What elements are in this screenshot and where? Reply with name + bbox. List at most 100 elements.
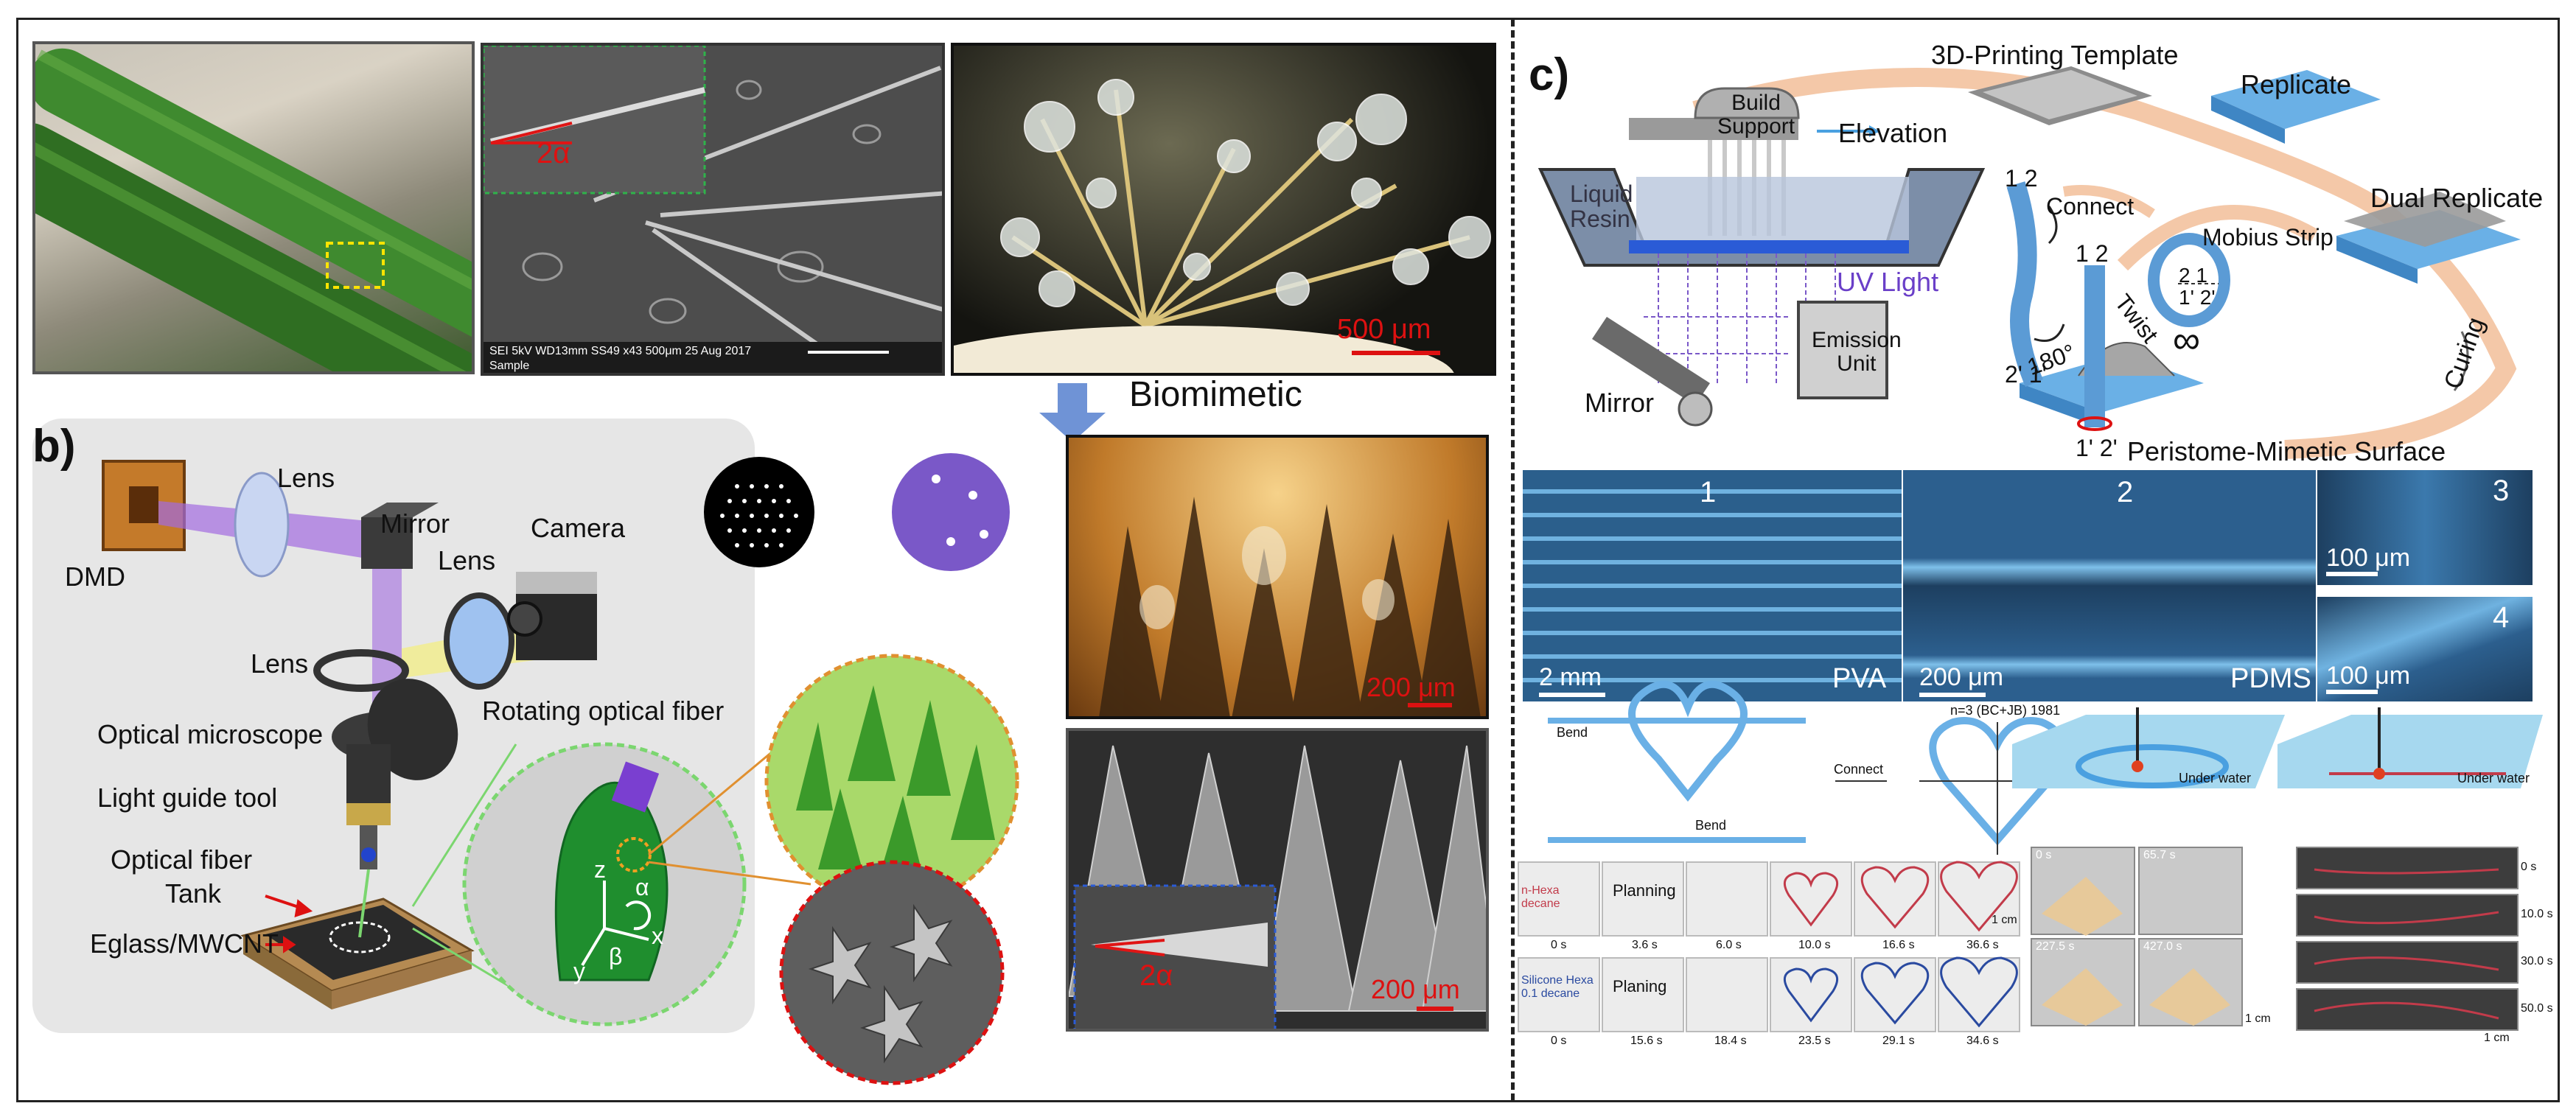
liquid-resin-label: Liquid Resin xyxy=(1570,181,1633,232)
heart-row2-time-1: 15.6 s xyxy=(1630,1035,1663,1047)
droplet-photo: 500 μm xyxy=(951,43,1496,376)
sem-4-image: 4 100 μm xyxy=(2317,597,2533,701)
axis-z-label: z xyxy=(594,856,606,883)
eglass-label: Eglass/MWCNT xyxy=(90,928,279,959)
sem-pva-image: 1 2 mm PVA xyxy=(1523,470,1902,701)
heart-row2-label: Planing xyxy=(1613,977,1667,995)
uw-right-scale: 1 cm xyxy=(2484,1032,2510,1044)
heart-row1-time-2: 6.0 s xyxy=(1716,939,1742,951)
axis-y-label: y xyxy=(573,958,585,984)
uw-left-time-1: 65.7 s xyxy=(2143,849,2176,861)
panel-b-label: b) xyxy=(32,421,76,472)
light-guide-label: Light guide tool xyxy=(97,783,278,813)
sem1-scale-label: 2 mm xyxy=(1539,663,1602,691)
lens1-label: Lens xyxy=(277,463,335,493)
mobius-21-label: 1' 2' xyxy=(2179,286,2216,309)
tank-label: Tank xyxy=(165,878,222,909)
sem-3-image: 3 100 μm xyxy=(2317,470,2533,585)
heart-row2-time-5: 34.6 s xyxy=(1966,1035,1999,1047)
sem-footer-line1: SEI 5kV WD13mm SS49 x43 500μm 25 Aug 201… xyxy=(489,345,752,357)
heart-row1-time-5: 36.6 s xyxy=(1966,939,1999,951)
sem3-scale-label: 100 μm xyxy=(2326,544,2411,572)
lens2-label: Lens xyxy=(438,545,496,575)
sem3-number: 3 xyxy=(2493,475,2510,507)
sem-scalebar xyxy=(808,351,889,354)
sem-spine-illustration xyxy=(484,46,942,373)
heart-row2-time-4: 29.1 s xyxy=(1882,1035,1915,1047)
spines-sem-angle-label: 2α xyxy=(1139,959,1173,992)
sem4-scalebar xyxy=(2326,690,2378,694)
sem-angle-label: 2α xyxy=(537,137,570,169)
axis-beta-label: β xyxy=(609,943,623,970)
sem-spine-image: 2α SEI 5kV WD13mm SS49 x43 500μm 25 Aug … xyxy=(481,43,945,376)
lens3-label: Lens xyxy=(251,648,309,679)
emission-unit-label: Emission Unit xyxy=(1812,328,1902,376)
uv-light-label: UV Light xyxy=(1837,267,1939,297)
heart-row2-time-2: 18.4 s xyxy=(1714,1035,1747,1047)
strip2-bottom-label: 1' 2' xyxy=(2076,435,2118,461)
biomimetic-label: Biomimetic xyxy=(1129,375,1302,414)
mirror-label: Mirror xyxy=(380,508,450,539)
rotating-fiber-label: Rotating optical fiber xyxy=(482,696,725,726)
spines-sem-image: 2α 200 μm xyxy=(1066,728,1489,1032)
elevation-label: Elevation xyxy=(1838,118,1948,148)
mirror-c-label: Mirror xyxy=(1585,388,1654,418)
heart-row1-time-1: 3.6 s xyxy=(1632,939,1658,951)
heart-bend-bottom-label: Bend xyxy=(1695,818,1727,833)
spines-sem-illustration xyxy=(1069,731,1486,1029)
uw-left-time-0: 0 s xyxy=(2036,849,2052,861)
panel-divider xyxy=(1511,19,1515,1101)
cactus-illustration xyxy=(35,48,472,371)
template-label: 3D-Printing Template xyxy=(1931,40,2179,70)
connect-label: Connect xyxy=(2046,193,2135,220)
heart-row1-side: n-Hexa decane xyxy=(1521,884,1560,910)
underwater-label-1: Under water xyxy=(2179,771,2252,785)
panel-c-label: c) xyxy=(1529,49,1570,100)
spines-sem-scalebar xyxy=(1417,1007,1453,1011)
mobius-label: Mobius Strip xyxy=(2202,224,2334,251)
sem4-scale-label: 100 μm xyxy=(2326,662,2411,690)
droplet-scale-label: 500 μm xyxy=(1337,314,1431,345)
spines-photo-scalebar xyxy=(1408,703,1452,707)
heart-bend-top-label: Bend xyxy=(1557,725,1588,740)
mobius-12-label: 2 1 xyxy=(2179,264,2207,287)
uw-right-time-3: 50.0 s xyxy=(2521,1002,2553,1015)
sem1-material: PVA xyxy=(1832,663,1887,694)
uw-right-time-0: 0 s xyxy=(2521,861,2537,873)
uw-right-time-2: 30.0 s xyxy=(2521,955,2553,967)
replicate-label: Replicate xyxy=(2241,69,2352,99)
camera-label: Camera xyxy=(531,513,626,543)
strip-top-label: 1 2 xyxy=(2005,165,2038,192)
heart-row1-scale: 1 cm xyxy=(1992,914,2017,926)
sem2-scale-label: 200 μm xyxy=(1919,663,2004,691)
heart-formula-label: n=3 (BC+JB) 1981 xyxy=(1950,703,2061,718)
dmd-label: DMD xyxy=(65,561,125,592)
sem2-material: PDMS xyxy=(2230,663,2311,694)
droplet-illustration xyxy=(954,79,1491,373)
sem-footer-line2: Sample xyxy=(489,360,530,372)
strip2-top-label: 1 2 xyxy=(2076,240,2109,267)
infinity-label: ∞ xyxy=(2173,319,2201,362)
heart-row1-time-3: 10.0 s xyxy=(1798,939,1831,951)
sem3-scalebar xyxy=(2326,572,2378,576)
axis-alpha-label: α xyxy=(635,874,649,900)
peristome-label: Peristome-Mimetic Surface xyxy=(2127,436,2446,466)
dual-replicate-label: Dual Replicate xyxy=(2370,183,2544,213)
axis-x-label: x xyxy=(652,923,663,949)
cactus-photo xyxy=(32,41,475,374)
heart-row2-side: Silicone Hexa 0.1 decane xyxy=(1521,974,1594,1000)
heart-row2-time-0: 0 s xyxy=(1551,1035,1567,1047)
microscope-label: Optical microscope xyxy=(97,719,324,749)
uw-right-time-1: 10.0 s xyxy=(2521,908,2553,920)
sem2-scalebar xyxy=(1919,693,1986,697)
sem1-scalebar xyxy=(1539,693,1605,697)
strip-bottom-label: 2' 1' xyxy=(2005,361,2047,388)
fabricated-spines-illustration xyxy=(1099,497,1481,716)
underwater-label-2: Under water xyxy=(2457,771,2530,785)
heart-row1-time-4: 16.6 s xyxy=(1882,939,1915,951)
uw-left-time-3: 427.0 s xyxy=(2143,940,2182,953)
droplet-scalebar xyxy=(1352,351,1440,355)
sem1-number: 1 xyxy=(1700,476,1717,508)
